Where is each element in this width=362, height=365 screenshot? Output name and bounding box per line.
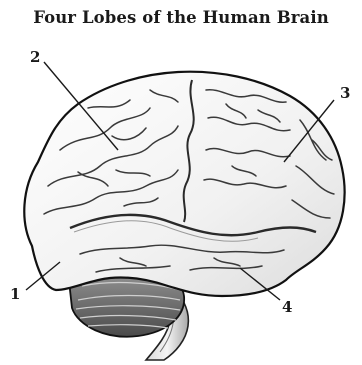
callout-label-2: 2 bbox=[30, 48, 40, 66]
callout-label-3: 3 bbox=[340, 84, 350, 102]
cerebrum bbox=[24, 72, 344, 296]
callout-label-1: 1 bbox=[10, 285, 20, 303]
callout-label-4: 4 bbox=[282, 298, 292, 316]
